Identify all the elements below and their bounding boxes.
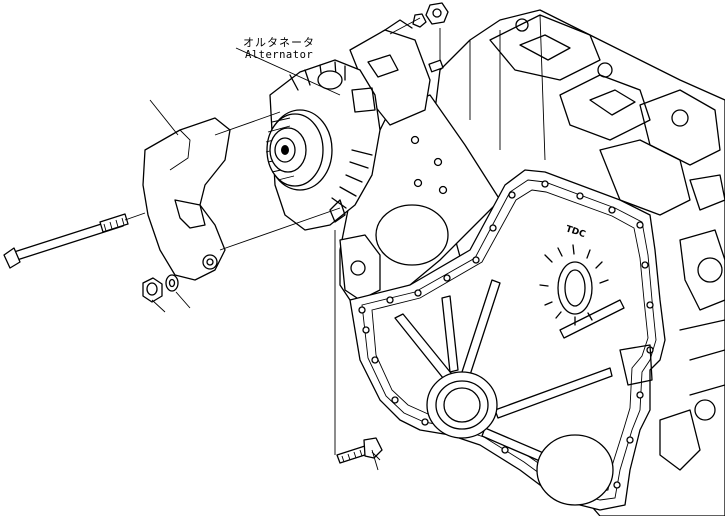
nut-lower	[142, 277, 163, 303]
alternator-callout-en: Alternator	[245, 49, 314, 61]
crankshaft-seal	[426, 371, 498, 439]
mounting-plate	[339, 94, 501, 301]
short-bolt	[336, 437, 383, 464]
alternator-pulley	[265, 109, 333, 191]
nut-top	[412, 2, 449, 28]
alternator	[265, 59, 381, 231]
long-bolt	[3, 213, 129, 269]
timing-cover: TDC	[349, 169, 666, 511]
tdc-window: TDC	[539, 224, 609, 326]
alternator-upper-bracket	[349, 19, 444, 126]
washer-lower	[165, 274, 179, 292]
leader-lines	[124, 17, 441, 471]
alternator-callout-ja: オルタネータ	[243, 36, 315, 49]
adjusting-bracket	[142, 117, 231, 281]
